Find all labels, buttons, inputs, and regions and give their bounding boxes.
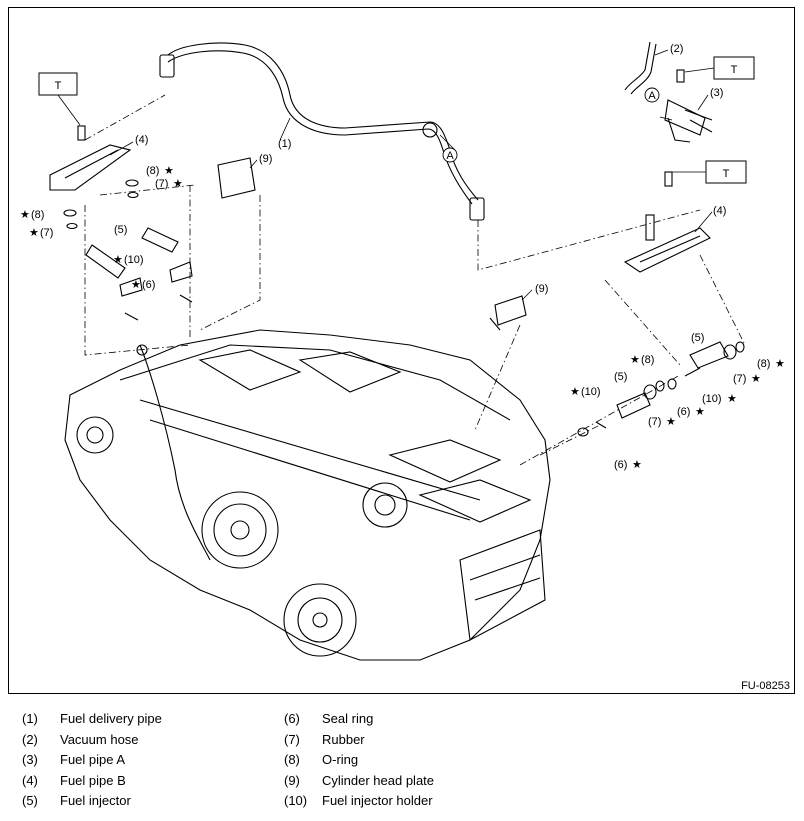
legend-label: O-ring <box>322 752 359 767</box>
svg-text:T: T <box>723 168 730 180</box>
svg-text:★: ★ <box>29 227 39 239</box>
vacuum-hose-and-fuel-pipe-a <box>624 41 713 143</box>
svg-text:★: ★ <box>775 358 785 370</box>
legend-item: (2) Vacuum hose <box>22 732 139 747</box>
callout-6-right-b: (6) <box>614 459 627 471</box>
legend-number: (7) <box>284 731 300 747</box>
callout-8-right-b: (8) <box>757 358 770 370</box>
callout-9-left: (9) <box>259 153 272 165</box>
legend-number: (9) <box>284 772 300 788</box>
svg-text:★: ★ <box>113 254 123 266</box>
callout-7-left-a: (7) <box>155 178 168 190</box>
legend-number: (6) <box>284 711 300 726</box>
legend-item: (4) Fuel pipe B <box>22 773 126 788</box>
svg-text:★: ★ <box>727 393 737 405</box>
engine-block <box>64 329 551 661</box>
legend-label: Rubber <box>322 731 365 747</box>
torque-marker-right: T <box>672 160 747 184</box>
legend-number: (10) <box>284 793 308 808</box>
svg-text:T: T <box>55 80 62 92</box>
callout-7-right-a: (7) <box>733 373 746 385</box>
legend-item: (8) O-ring <box>284 752 358 767</box>
legend-label: Fuel injector holder <box>322 793 433 808</box>
legend-number: (3) <box>22 752 38 767</box>
legend-item: (9) Cylinder head plate <box>284 773 434 788</box>
callout-1: (1) <box>278 138 291 150</box>
callout-6-right-a: (6) <box>677 406 690 418</box>
callout-4-left: (4) <box>135 134 148 146</box>
callout-10-left: (10) <box>124 254 144 266</box>
legend-number: (5) <box>22 793 38 808</box>
legend-item: (6) Seal ring <box>284 711 373 726</box>
callout-10-right-b: (10) <box>581 386 601 398</box>
leader-lines <box>109 49 713 301</box>
svg-text:A: A <box>648 90 656 102</box>
svg-text:T: T <box>731 64 738 76</box>
callout-5-left: (5) <box>114 224 127 236</box>
legend-item: (3) Fuel pipe A <box>22 752 125 767</box>
torque-marker-left: T <box>38 72 81 126</box>
legend-item: (1) Fuel delivery pipe <box>22 711 162 726</box>
svg-text:★: ★ <box>173 178 183 190</box>
callout-6-left: (6) <box>142 279 155 291</box>
legend-label: Seal ring <box>322 711 374 726</box>
callout-7-left-b: (7) <box>40 227 53 239</box>
svg-text:★: ★ <box>751 373 761 385</box>
view-marker-a-bottom: A <box>442 147 458 163</box>
injectors-left <box>63 179 193 321</box>
svg-text:★: ★ <box>632 459 642 471</box>
fuel-delivery-pipe <box>159 42 485 221</box>
callout-10-right-a: (10) <box>702 393 722 405</box>
legend-item: (5) Fuel injector <box>22 793 131 808</box>
legend-number: (1) <box>22 711 38 726</box>
legend-label: Cylinder head plate <box>322 772 435 788</box>
svg-text:A: A <box>446 150 454 162</box>
reference-code: FU-08253 <box>741 680 790 692</box>
exploded-diagram: T T T A A (1) (2) (3) (4) (4) (9) (9) (8… <box>20 41 785 661</box>
fuel-pipe-b-right <box>623 171 711 273</box>
legend-item: (7) Rubber <box>284 732 365 747</box>
callout-7-right-b: (7) <box>648 416 661 428</box>
callout-labels: (1) (2) (3) (4) (4) (9) (9) (8) ★ (7) ★ … <box>20 43 785 471</box>
legend-label: Fuel pipe A <box>60 752 126 767</box>
callout-4-right: (4) <box>713 205 726 217</box>
injectors-right <box>577 341 745 437</box>
svg-text:★: ★ <box>20 209 30 221</box>
legend-label: Fuel delivery pipe <box>60 711 162 726</box>
callout-5-right-a: (5) <box>691 332 704 344</box>
svg-text:★: ★ <box>570 386 580 398</box>
diagram-frame <box>8 7 795 694</box>
torque-marker-top-right: T <box>684 56 755 80</box>
legend-item: (10) Fuel injector holder <box>284 793 433 808</box>
view-marker-a-top: A <box>644 87 660 103</box>
legend-number: (4) <box>22 772 38 788</box>
callout-8-left-b: (8) <box>31 209 44 221</box>
callout-5-right-b: (5) <box>614 371 627 383</box>
svg-text:★: ★ <box>164 165 174 177</box>
svg-text:★: ★ <box>666 416 676 428</box>
fuel-pipe-b-left <box>49 125 132 191</box>
cylinder-head-plates <box>217 157 527 331</box>
svg-text:★: ★ <box>131 279 141 291</box>
legend-number: (8) <box>284 752 300 767</box>
legend-label: Vacuum hose <box>60 731 139 747</box>
svg-text:★: ★ <box>630 354 640 366</box>
callout-8-right-a: (8) <box>641 354 654 366</box>
callout-2: (2) <box>670 43 683 55</box>
callout-3: (3) <box>710 87 723 99</box>
callout-8-left-a: (8) <box>146 165 159 177</box>
callout-9-right: (9) <box>535 283 548 295</box>
legend-number: (2) <box>22 731 38 747</box>
assembly-lines <box>84 94 746 466</box>
legend-label: Fuel injector <box>60 793 131 808</box>
legend-label: Fuel pipe B <box>60 772 126 788</box>
svg-text:★: ★ <box>695 406 705 418</box>
